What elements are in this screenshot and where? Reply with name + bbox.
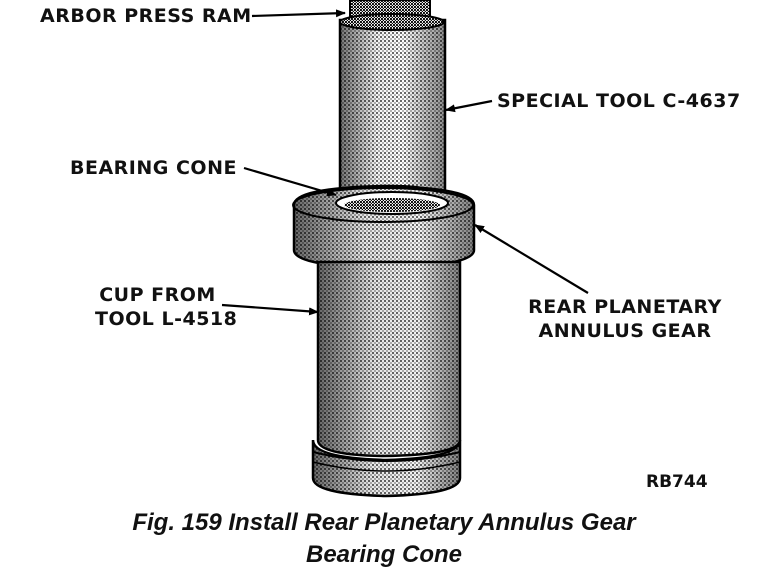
leader-arbor-press-ram (251, 9, 346, 18)
label-cup-from-tool-line2: TOOL L-4518 (95, 308, 238, 330)
label-cup-from-tool-line1: CUP FROM (99, 284, 216, 306)
figure-caption-line2: Bearing Cone (305, 541, 463, 568)
label-rear-planetary: REAR PLANETARY ANNULUS GEAR (520, 295, 730, 343)
figure-caption-line1: Fig. 159 Install Rear Planetary Annulus … (132, 509, 636, 536)
leader-bearing-cone (243, 166, 337, 197)
label-arbor-press-ram: ARBOR PRESS RAM (40, 5, 252, 27)
cup-body (311, 260, 462, 498)
leader-special-tool (445, 99, 493, 113)
label-bearing-cone: BEARING CONE (70, 157, 237, 179)
special-tool-shaft (338, 13, 447, 200)
figure-code: RB744 (646, 472, 708, 492)
label-special-tool: SPECIAL TOOL C-4637 (497, 90, 741, 112)
annulus-gear-flange (292, 184, 476, 270)
leader-rear-planetary (474, 224, 589, 294)
leader-lines (221, 9, 589, 316)
label-rear-planetary-line1: REAR PLANETARY (528, 296, 722, 318)
leader-cup-from-tool (221, 303, 319, 316)
label-rear-planetary-line2: ANNULUS GEAR (538, 320, 712, 342)
label-cup-from-tool: CUP FROM TOOL L-4518 (95, 283, 238, 331)
